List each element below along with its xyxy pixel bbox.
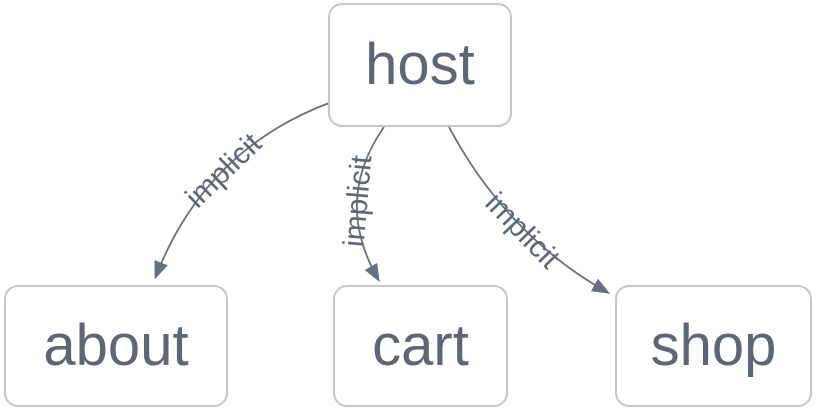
edge-host-cart-line [356, 126, 385, 283]
edge-host-cart: implicit [338, 126, 385, 283]
node-about[interactable]: about [4, 285, 228, 407]
node-shop[interactable]: shop [615, 285, 812, 407]
node-host-label: host [365, 32, 475, 97]
node-host[interactable]: host [328, 3, 512, 127]
edge-host-shop-line [448, 126, 611, 294]
edge-host-about-line [154, 102, 330, 280]
node-about-label: about [43, 313, 189, 378]
edge-host-shop: implicit [448, 126, 611, 294]
edge-host-shop-label: implicit [479, 186, 567, 275]
edge-host-cart-label: implicit [338, 153, 379, 248]
node-cart[interactable]: cart [333, 285, 508, 407]
edge-host-about-label: implicit [179, 127, 268, 215]
node-cart-label: cart [372, 313, 469, 378]
node-shop-label: shop [650, 313, 777, 378]
edge-host-about: implicit [154, 102, 330, 280]
